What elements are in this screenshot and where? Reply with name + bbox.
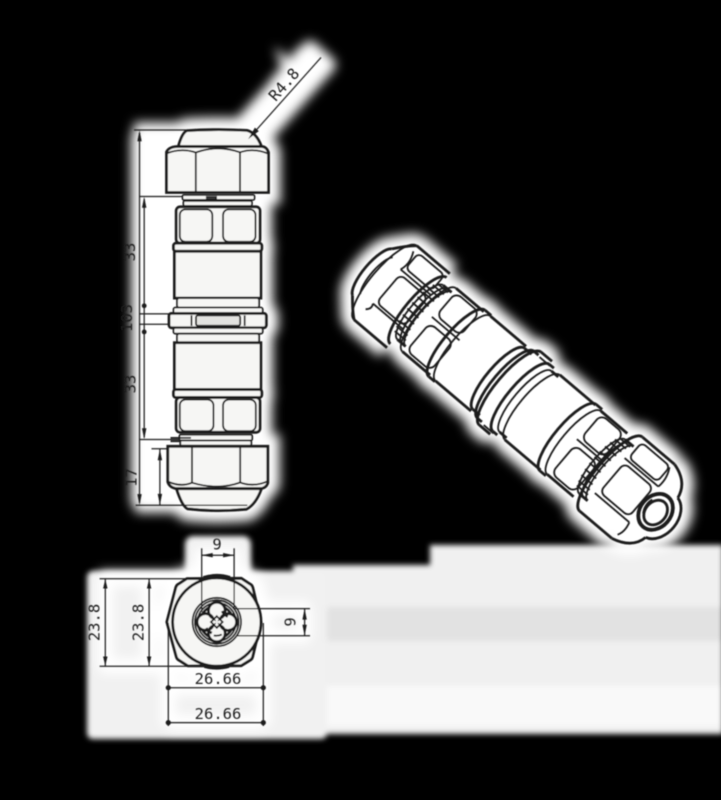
front-view-body xyxy=(166,129,269,512)
dim-nut-17: 17 xyxy=(123,468,141,487)
dim-across-corners-upper: 26.66 xyxy=(195,670,242,688)
dim-lower-33: 33 xyxy=(122,375,140,394)
matte-band-gray-stripe xyxy=(293,607,721,641)
dim-overall-103: 103 xyxy=(118,304,136,332)
dim-slot-height-9: 9 xyxy=(282,617,300,626)
dim-upper-33: 33 xyxy=(121,243,139,262)
dim-across-flats-inner: 23.8 xyxy=(130,604,148,641)
dim-across-flats-outer: 23.8 xyxy=(86,604,104,641)
matte-band-bright-stripe xyxy=(293,686,721,726)
dim-across-corners-lower: 26.66 xyxy=(195,705,242,723)
dim-slot-width-9: 9 xyxy=(212,536,221,554)
end-view-body xyxy=(166,575,262,669)
